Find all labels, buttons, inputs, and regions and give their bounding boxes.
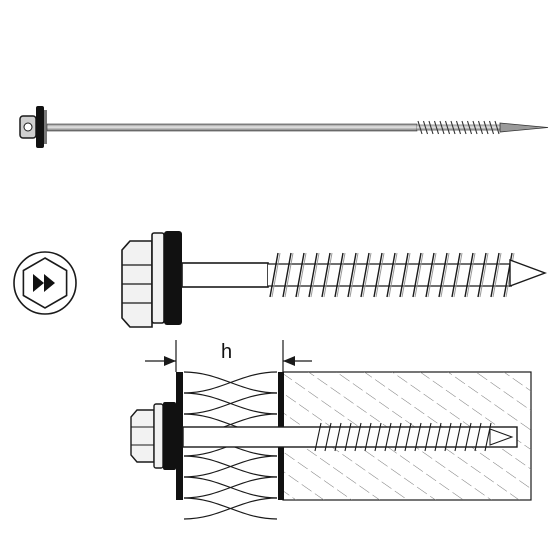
installed-screw	[130, 402, 518, 470]
screw-side-view	[121, 231, 548, 328]
cladding-panel	[176, 372, 183, 500]
dimension-h: h	[145, 340, 312, 372]
installation-diagram: h	[130, 340, 532, 520]
long-screw-shank	[46, 123, 418, 132]
side-screw-shank	[181, 262, 269, 288]
long-screw-thread	[417, 120, 502, 135]
long-screw-washer	[36, 106, 44, 148]
long-screw	[19, 106, 549, 148]
side-screw-washer	[164, 231, 182, 325]
dimension-label: h	[221, 341, 232, 363]
hex-drive-icon	[13, 251, 77, 315]
side-screw-thread	[268, 252, 515, 298]
